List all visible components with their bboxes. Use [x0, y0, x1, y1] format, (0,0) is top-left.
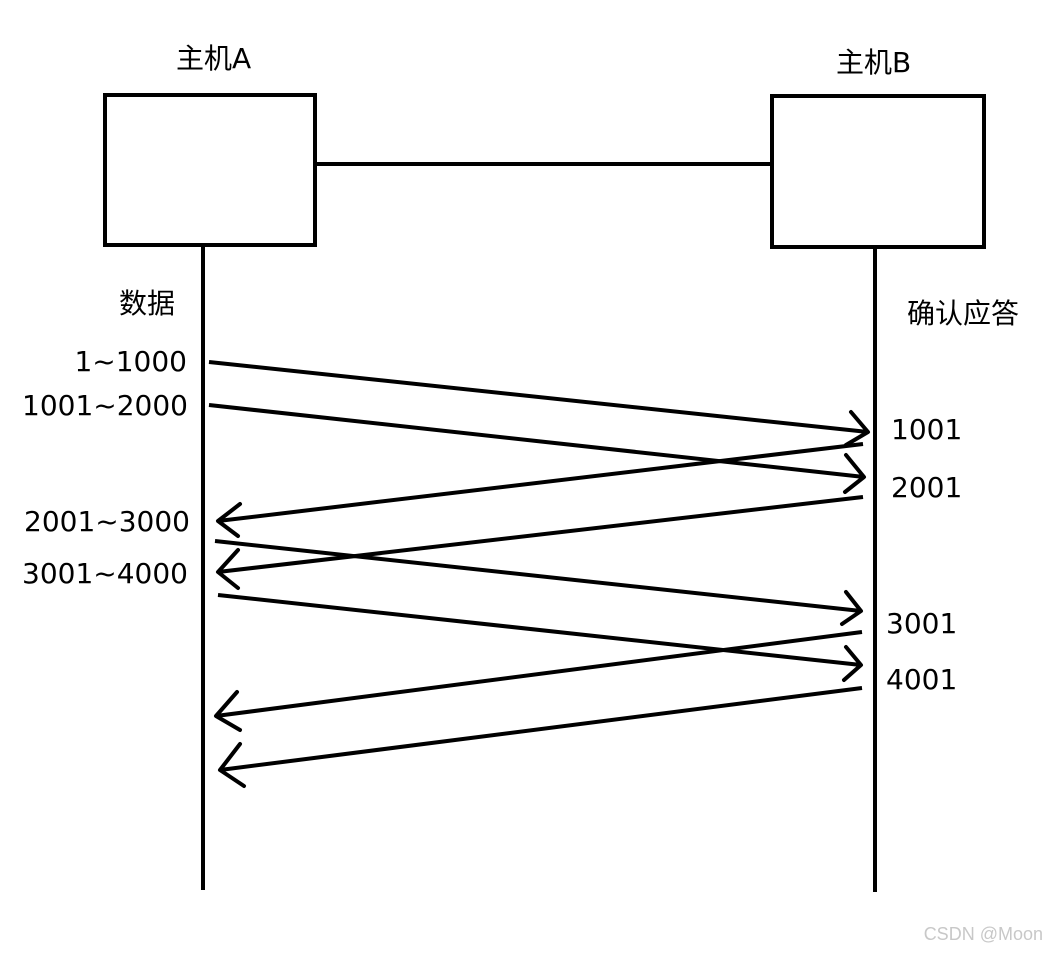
- host-b-box: [770, 94, 986, 249]
- data-segment-label: 1~1000: [74, 345, 187, 378]
- ack-label: 2001: [891, 471, 963, 504]
- data-segment-label: 2001~3000: [24, 505, 190, 538]
- ack-label: 3001: [886, 607, 958, 640]
- data-arrow-3: [214, 539, 863, 626]
- host-a-label: 主机A: [176, 42, 252, 75]
- host-b-label: 主机B: [836, 46, 912, 79]
- ack-arrow-1: [216, 442, 864, 538]
- data-segment-label: 3001~4000: [22, 557, 188, 590]
- data-segment-label: 1001~2000: [22, 389, 188, 422]
- ack-arrow-3: [214, 630, 863, 732]
- data-arrow-2: [208, 403, 866, 494]
- ack-label: 4001: [886, 663, 958, 696]
- data-arrow-1: [208, 360, 870, 447]
- host-a-box: [103, 93, 317, 247]
- watermark: CSDN @Moon: [923, 924, 1043, 944]
- ack-arrow-4: [218, 686, 863, 788]
- data-arrow-4: [217, 593, 863, 682]
- ack-label: 1001: [891, 413, 963, 446]
- data-column-header: 数据: [119, 287, 176, 320]
- ack-arrow-2: [216, 495, 864, 590]
- ack-column-header: 确认应答: [907, 297, 1020, 330]
